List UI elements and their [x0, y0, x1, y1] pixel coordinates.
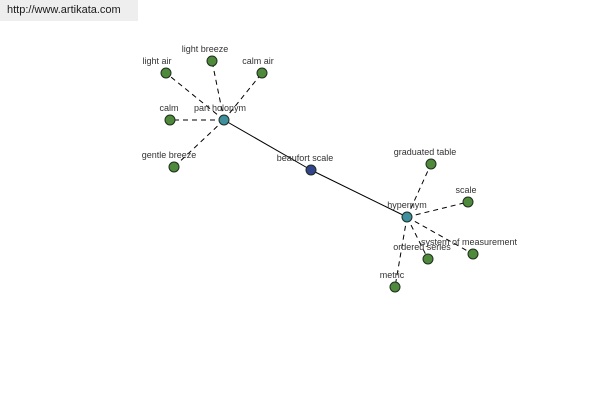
nodes-layer [160, 55, 479, 293]
edge-hypernym-to-graduated-table [406, 163, 432, 218]
node-label-center: beaufort scale [277, 153, 334, 163]
edge-hypernym-to-ordered-series [406, 216, 429, 260]
node-gentle-breeze[interactable] [168, 161, 180, 173]
edge-hypernym-to-metric [394, 216, 408, 288]
url-banner: http://www.artikata.com [0, 0, 138, 21]
node-label-metric: metric [380, 270, 405, 280]
edge-hypernym-to-scale [406, 201, 469, 218]
node-label-light-air: light air [142, 56, 171, 66]
edge-holonym-to-gentle-breeze [173, 119, 225, 168]
node-scale[interactable] [462, 196, 474, 208]
node-label-ordered-series: ordered series [393, 242, 451, 252]
node-label-scale: scale [455, 185, 476, 195]
edge-holonym-to-light-air [165, 72, 225, 121]
node-calm-air[interactable] [256, 67, 268, 79]
node-metric[interactable] [389, 281, 401, 293]
node-center[interactable] [305, 164, 317, 176]
node-label-hypernym: hypernym [387, 200, 427, 210]
node-graduated-table[interactable] [425, 158, 437, 170]
edges-layer [165, 60, 474, 288]
edge-center-to-hypernym [310, 169, 408, 218]
edge-center-to-holonym [223, 119, 312, 171]
node-label-system-of-measurement: system of measurement [421, 237, 518, 247]
node-light-air[interactable] [160, 67, 172, 79]
node-label-calm: calm [159, 103, 178, 113]
node-holonym[interactable] [218, 114, 230, 126]
edge-hypernym-to-system-of-measurement [406, 216, 474, 255]
node-hypernym[interactable] [401, 211, 413, 223]
node-label-graduated-table: graduated table [394, 147, 457, 157]
node-ordered-series[interactable] [422, 253, 434, 265]
node-label-light-breeze: light breeze [182, 44, 229, 54]
node-label-calm-air: calm air [242, 56, 274, 66]
edge-holonym-to-light-breeze [211, 60, 225, 121]
edge-holonym-to-calm-air [223, 72, 263, 121]
node-label-holonym: part holonym [194, 103, 246, 113]
node-calm[interactable] [164, 114, 176, 126]
node-label-gentle-breeze: gentle breeze [142, 150, 197, 160]
url-link[interactable]: http://www.artikata.com [7, 4, 121, 16]
node-light-breeze[interactable] [206, 55, 218, 67]
node-system-of-measurement[interactable] [467, 248, 479, 260]
labels-layer: beaufort scale part holonym hypernym light … [142, 44, 518, 280]
